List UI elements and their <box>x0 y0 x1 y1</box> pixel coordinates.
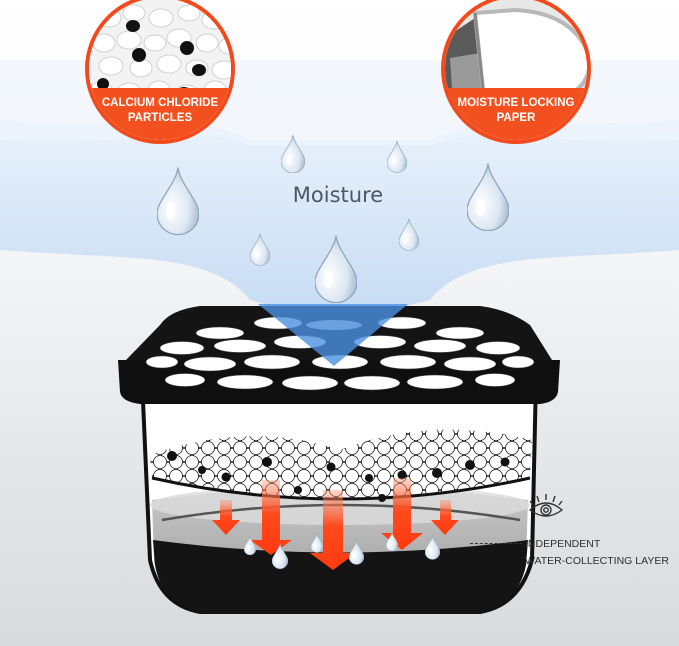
moisture-funnel-arrow <box>258 304 408 366</box>
water-collecting-layer-annotation: INDEPENDENT WATER-COLLECTING LAYER <box>525 536 669 570</box>
container <box>139 376 539 614</box>
annotation-leader-line <box>470 543 522 544</box>
calcium-chloride-badge: CALCIUM CHLORIDE PARTICLES <box>85 0 235 144</box>
badge-label-line2: PAPER <box>496 112 536 124</box>
calcium-chloride-particles-icon <box>89 0 231 140</box>
badge-label: MOISTURE LOCKING PAPER <box>445 88 587 140</box>
badge-label-line1: CALCIUM CHLORIDE <box>101 97 219 109</box>
moisture-label: Moisture <box>292 183 384 207</box>
annotation-line1: INDEPENDENT <box>525 538 601 550</box>
moisture-mist <box>0 120 679 315</box>
eye-icon <box>528 494 564 517</box>
badge-label-line1: MOISTURE LOCKING <box>457 97 575 109</box>
moisture-locking-paper-badge: MOISTURE LOCKING PAPER <box>441 0 591 144</box>
badge-label: CALCIUM CHLORIDE PARTICLES <box>89 88 231 140</box>
annotation-line2: WATER-COLLECTING LAYER <box>525 555 669 567</box>
badge-label-line2: PARTICLES <box>127 112 193 124</box>
absorption-arrows <box>212 478 459 570</box>
